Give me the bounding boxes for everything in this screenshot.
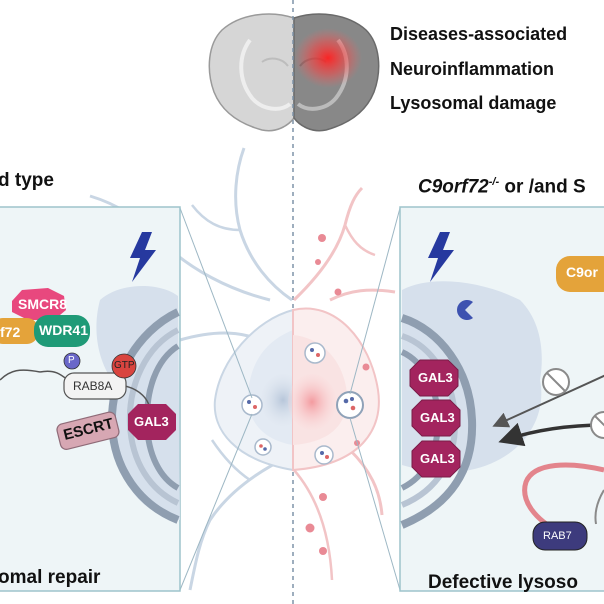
phospho-group bbox=[63, 352, 81, 370]
vesicle-icon bbox=[241, 342, 364, 465]
gal3-label: GAL3 bbox=[418, 370, 453, 385]
right-panel-title-superscript: -/- bbox=[488, 176, 500, 188]
brain-icon bbox=[208, 13, 380, 132]
legend-item-lysosomal-damage: Lysosomal damage bbox=[390, 93, 557, 113]
inflammatory-dots bbox=[305, 234, 370, 555]
right-panel-title: C9orf72-/- or /and S bbox=[418, 176, 586, 198]
lightning-icon bbox=[130, 232, 156, 282]
brain-left-hemisphere bbox=[208, 13, 295, 132]
left-panel-footer: omal repair bbox=[0, 567, 101, 588]
c9orf72-protein bbox=[0, 318, 38, 344]
gal3-protein bbox=[128, 404, 176, 440]
phospho-label: P bbox=[68, 355, 75, 366]
rab7-protein bbox=[532, 521, 588, 551]
gal3-protein bbox=[409, 359, 459, 397]
wdr41-label: WDR41 bbox=[39, 322, 89, 338]
wdr41-protein bbox=[34, 315, 90, 347]
microglia-icon bbox=[288, 186, 396, 581]
rab8a-protein bbox=[63, 372, 127, 400]
c9orf72-protein bbox=[556, 256, 604, 292]
pacman-icon bbox=[457, 300, 473, 320]
gal3-protein bbox=[411, 440, 461, 478]
inhibit-icon bbox=[590, 411, 604, 439]
legend-item-disease: Diseases-associated bbox=[390, 24, 568, 44]
gal3-label: GAL3 bbox=[134, 414, 169, 429]
gal3-label: GAL3 bbox=[420, 451, 455, 466]
c9orf72-label: f72 bbox=[0, 324, 21, 340]
lightning-icon bbox=[428, 232, 454, 282]
gal3-label: GAL3 bbox=[420, 410, 455, 425]
gal3-protein bbox=[411, 399, 461, 437]
right-panel-footer: Defective lysoso bbox=[428, 572, 578, 593]
smcr8-protein bbox=[12, 288, 66, 320]
zoom-lines bbox=[179, 207, 401, 591]
arrow-icon bbox=[492, 374, 604, 428]
legend-item-neuroinflammation: Neuroinflammation bbox=[390, 59, 555, 79]
gtp-label: GTP bbox=[114, 360, 135, 371]
c9orf72-label: C9or bbox=[566, 264, 598, 280]
right-panel-title-gene: C9orf72 bbox=[418, 176, 489, 198]
inhibit-icon bbox=[542, 368, 570, 396]
rab8a-label: RAB8A bbox=[73, 379, 113, 393]
gtp-molecule bbox=[111, 353, 137, 379]
left-panel-title: d type bbox=[0, 170, 54, 191]
smcr8-label: SMCR8 bbox=[18, 296, 68, 312]
inflammation-highlight bbox=[294, 28, 362, 88]
escrt-complex bbox=[56, 411, 120, 450]
right-panel-title-rest: or /and S bbox=[499, 176, 586, 198]
rab7-label: RAB7 bbox=[543, 530, 572, 542]
